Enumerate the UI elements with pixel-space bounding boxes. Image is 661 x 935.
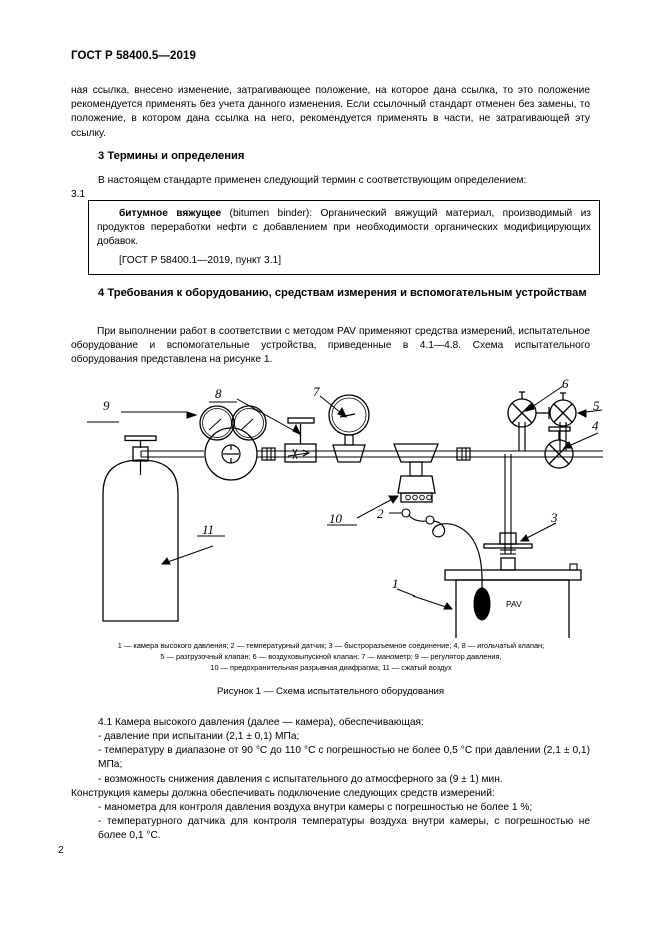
- term-definition-text: Органический вяжущий материал, производи…: [97, 208, 591, 248]
- callout-2: 2: [377, 506, 384, 521]
- intro-paragraph: ная ссылка, внесено изменение, затрагива…: [71, 85, 590, 139]
- page-content: ГОСТ Р 58400.5—2019 ная ссылка, внесено …: [57, 0, 604, 935]
- section3-lead: В настоящем стандарте применен следующий…: [98, 175, 527, 186]
- clause-4-1-bullet-2: - температуру в диапазоне от 90 °С до 11…: [98, 745, 590, 771]
- callout-11: 11: [202, 522, 214, 537]
- rupture-disc-10: [393, 443, 439, 503]
- page-number: 2: [58, 845, 64, 856]
- construction-requirements-intro: Конструкция камеры должна обеспечивать п…: [71, 788, 495, 799]
- clause-4-1-bullet-3: - возможность снижения давления с испыта…: [98, 774, 503, 785]
- section4-paragraph: При выполнении работ в соответствии с ме…: [71, 326, 590, 366]
- heading-section-4: 4 Требования к оборудованию, средствам и…: [98, 287, 587, 299]
- quick-coupling-3: [483, 532, 533, 571]
- term-english: (bitumen binder):: [229, 208, 313, 219]
- figure-legend-line-2: 5 — разгрузочный клапан; 6 — воздуховыпу…: [160, 652, 502, 662]
- pipe-coupling-a: [261, 447, 276, 461]
- clause-4-1-intro: 4.1 Камера высокого давления (далее — ка…: [98, 717, 424, 728]
- callout-1: 1: [392, 576, 399, 591]
- equipment-schematic-svg: [102, 391, 603, 622]
- figure-1-diagram: 9 8 7 10 6 5 4 3 2 1 11 PAV: [57, 378, 604, 638]
- callout-6: 6: [562, 378, 569, 391]
- figure-legend-line-3: 10 — предохранительная разрывная диафраг…: [210, 663, 452, 673]
- callout-7: 7: [313, 384, 320, 399]
- term-definition-paragraph: битумное вяжущее (bitumen binder): Орган…: [97, 207, 591, 250]
- callout-leaders: [87, 385, 603, 610]
- term-bold: битумное вяжущее: [119, 208, 222, 219]
- term-source-reference: [ГОСТ Р 58400.1—2019, пункт 3.1]: [119, 254, 282, 266]
- heading-section-3: 3 Термины и определения: [98, 150, 245, 162]
- equipment-schematic-overlay: 9 8 7 10 6 5 4 3 2 1 11 PAV: [87, 378, 603, 638]
- clause-number-3-1: 3.1: [71, 189, 86, 200]
- figure-legend-line-1: 1 — камера высокого давления; 2 — темпер…: [117, 641, 545, 650]
- standard-header: ГОСТ Р 58400.5—2019: [71, 50, 196, 62]
- callout-9: 9: [103, 398, 110, 413]
- callout-3: 3: [550, 510, 558, 525]
- callout-8: 8: [215, 386, 222, 401]
- chamber-downpipe: [504, 454, 512, 554]
- figure-caption: Рисунок 1 — Схема испытательного оборудо…: [216, 686, 445, 697]
- callout-10: 10: [329, 511, 343, 526]
- temperature-sensor-2: [401, 508, 483, 581]
- callout-4: 4: [592, 418, 599, 433]
- pav-chamber-1: [444, 563, 582, 638]
- term-definition-box: битумное вяжущее (bitumen binder): Орган…: [88, 200, 600, 275]
- clause-4-1-bullet-1: - давление при испытании (2,1 ± 0,1) МПа…: [98, 731, 300, 742]
- clause-4-1-bullet-4: - манометра для контроля давления воздух…: [98, 802, 533, 813]
- clause-4-1-bullet-5: - температурного датчика для контроля те…: [98, 816, 590, 842]
- pipe-coupling-b: [456, 447, 471, 461]
- callout-5: 5: [593, 398, 600, 413]
- manometer-7: [328, 394, 370, 463]
- pressure-regulator-9: [199, 405, 267, 481]
- figure-legend: 1 — камера высокого давления; 2 — темпер…: [75, 640, 587, 674]
- gas-cylinder: [102, 435, 179, 622]
- air-bleed-valve-6: [507, 391, 550, 451]
- pav-vessel-label: PAV: [506, 599, 522, 609]
